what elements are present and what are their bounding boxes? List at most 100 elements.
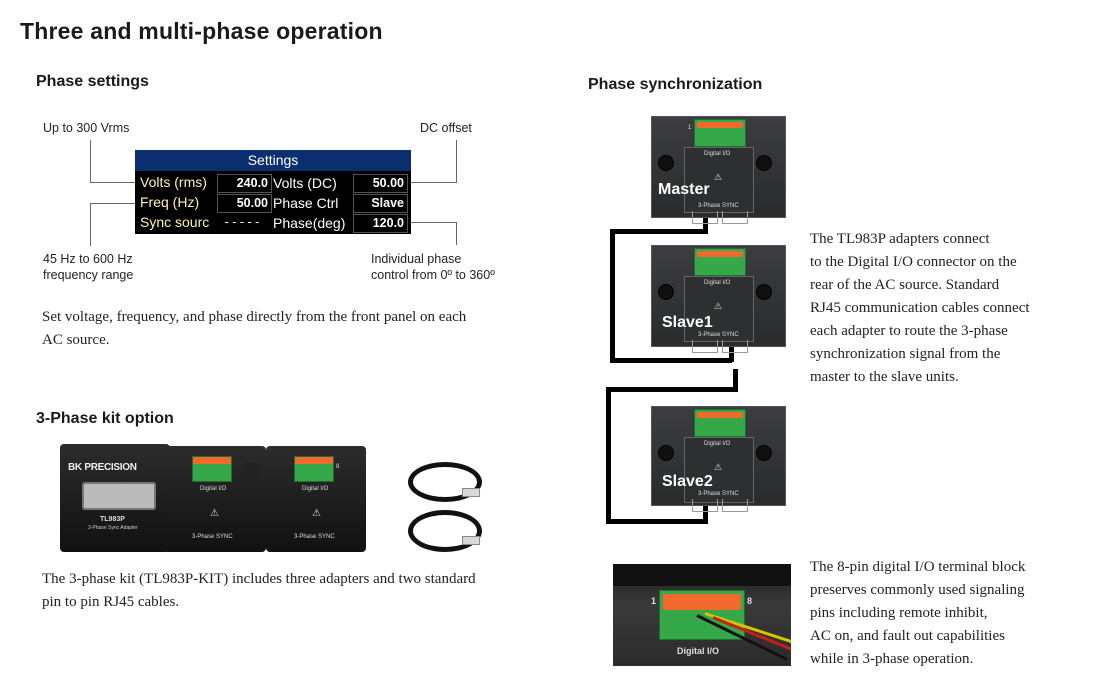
slave2-dio-label: Digital I/O	[704, 441, 731, 447]
adapter-subtitle: 3-Phase Sync Adapter	[88, 525, 138, 531]
rj45-port-icon	[692, 340, 718, 353]
rj45-plug-icon	[462, 488, 480, 497]
kit-sync-label-1: 3-Phase SYNC	[192, 534, 233, 540]
terminal-photo: 1 8 Digital I/O	[613, 564, 791, 666]
cable-segment	[606, 387, 738, 392]
terminal-desc-line: pins including remote inhibit,	[810, 605, 988, 621]
warning-icon: ⚠	[714, 301, 723, 311]
sync-source-label: Sync sourc	[140, 214, 210, 230]
terminal-desc-line: while in 3-phase operation.	[810, 651, 974, 667]
slave1-label: Slave1	[662, 314, 713, 331]
rj45-port-icon	[692, 211, 718, 224]
kit-pin-8: 8	[336, 464, 340, 470]
kit-desc-2: pin to pin RJ45 cables.	[42, 594, 180, 610]
terminal-block-icon	[694, 248, 746, 276]
sync-desc-line: synchronization signal from the	[810, 346, 1001, 362]
terminal-pin-8: 8	[747, 596, 753, 606]
rj45-port-icon	[722, 211, 748, 224]
mount-hole-icon	[756, 445, 772, 461]
sync-desc-line: master to the slave units.	[810, 369, 959, 385]
knob-icon	[242, 462, 260, 484]
dsub-connector	[82, 482, 156, 510]
cable-segment	[606, 387, 611, 524]
callout-line-phase	[410, 222, 457, 245]
rj45-port-icon	[722, 340, 748, 353]
callout-phase-1: Individual phase	[371, 252, 462, 266]
terminal-pin-1: 1	[651, 596, 657, 606]
warning-icon: ⚠	[714, 172, 723, 182]
warning-icon: ⚠	[714, 462, 723, 472]
page-title: Three and multi-phase operation	[20, 18, 383, 44]
kit-photo: BK PRECISION TL983P 3-Phase Sync Adapter…	[60, 440, 500, 560]
chassis-edge	[613, 564, 791, 586]
rj45-port-icon	[722, 499, 748, 512]
kit-dio-label-2: Digital I/O	[302, 486, 329, 492]
kit-heading: 3-Phase kit option	[36, 410, 174, 427]
terminal-block-icon	[294, 456, 334, 482]
freq-value-box: 50.00	[217, 194, 272, 213]
cable-segment	[703, 500, 708, 524]
phase-deg-label: Phase(deg)	[273, 215, 346, 231]
cable-segment	[610, 229, 708, 234]
phase-settings-desc-1: Set voltage, frequency, and phase direct…	[42, 309, 467, 325]
volts-rms-label: Volts (rms)	[140, 174, 207, 190]
phase-sync-heading: Phase synchronization	[588, 76, 763, 93]
cable-segment	[729, 340, 734, 362]
cable-segment	[610, 229, 615, 362]
terminal-desc-line: preserves commonly used signaling	[810, 582, 1025, 598]
slave2-label: Slave2	[662, 473, 713, 490]
rj45-cable-icon	[408, 510, 482, 552]
mount-hole-icon	[756, 284, 772, 300]
callout-line-voltage	[90, 140, 139, 183]
adapter-face	[684, 147, 754, 213]
master-dio-label: Digital I/O	[704, 151, 731, 157]
sync-desc-line: The TL983P adapters connect	[810, 231, 990, 247]
mount-hole-icon	[658, 445, 674, 461]
rj45-plug-icon	[462, 536, 480, 545]
pin-1-label: 1	[688, 125, 692, 131]
adapter-model: TL983P	[100, 516, 125, 523]
adapter-face	[684, 437, 754, 503]
terminal-block-icon	[192, 456, 232, 482]
phase-deg-value: 120.0	[353, 214, 408, 233]
terminal-description: The 8-pin digital I/O terminal block pre…	[810, 556, 1025, 671]
settings-panel-header: Settings	[135, 150, 411, 171]
cable-segment	[610, 358, 732, 363]
sync-desc-line: each adapter to route the 3-phase	[810, 323, 1008, 339]
callout-freq-1: 45 Hz to 600 Hz	[43, 252, 133, 266]
sync-desc-line: to the Digital I/O connector on the	[810, 254, 1017, 270]
sync-desc-line: RJ45 communication cables connect	[810, 300, 1030, 316]
slave1-dio-label: Digital I/O	[704, 280, 731, 286]
terminal-block-icon	[694, 119, 746, 147]
master-unit: 1 Digital I/O ⚠ Master 3-Phase SYNC	[651, 116, 786, 224]
phase-settings-heading: Phase settings	[36, 73, 149, 90]
volts-dc-label: Volts (DC)	[273, 175, 337, 191]
sync-desc-line: rear of the AC source. Standard	[810, 277, 1000, 293]
mount-hole-icon	[658, 155, 674, 171]
phase-ctrl-label: Phase Ctrl	[273, 195, 339, 211]
callout-phase-2: control from 0º to 360º	[371, 268, 495, 282]
callout-line-freq	[90, 203, 139, 246]
adapter-box: BK PRECISION TL983P 3-Phase Sync Adapter	[60, 444, 170, 552]
slave1-unit: Digital I/O ⚠ Slave1 3-Phase SYNC	[651, 245, 786, 353]
adapter-3: 8 Digital I/O ⚠ 3-Phase SYNC	[266, 446, 366, 552]
callout-line-dc	[410, 140, 457, 183]
warning-icon: ⚠	[312, 508, 321, 519]
mount-hole-icon	[658, 284, 674, 300]
kit-sync-label-2: 3-Phase SYNC	[294, 534, 335, 540]
mount-hole-icon	[756, 155, 772, 171]
slave2-sync-label: 3-Phase SYNC	[698, 491, 739, 497]
cable-segment	[733, 369, 738, 391]
terminal-block-icon	[694, 409, 746, 437]
volts-dc-value: 50.00	[353, 174, 408, 193]
cable-segment	[606, 519, 708, 524]
slave2-unit: Digital I/O ⚠ Slave2 3-Phase SYNC	[651, 406, 786, 512]
volts-rms-box: 240.0	[217, 174, 272, 193]
rj45-port-icon	[692, 499, 718, 512]
terminal-desc-line: AC on, and fault out capabilities	[810, 628, 1005, 644]
slave1-sync-label: 3-Phase SYNC	[698, 332, 739, 338]
phase-ctrl-value: Slave	[353, 194, 408, 213]
kit-desc-1: The 3-phase kit (TL983P-KIT) includes th…	[42, 571, 476, 587]
callout-dc-offset: DC offset	[420, 121, 472, 135]
settings-panel-grid: 240.0 50.00 - - - - - Volts (DC) Phase C…	[135, 150, 411, 234]
